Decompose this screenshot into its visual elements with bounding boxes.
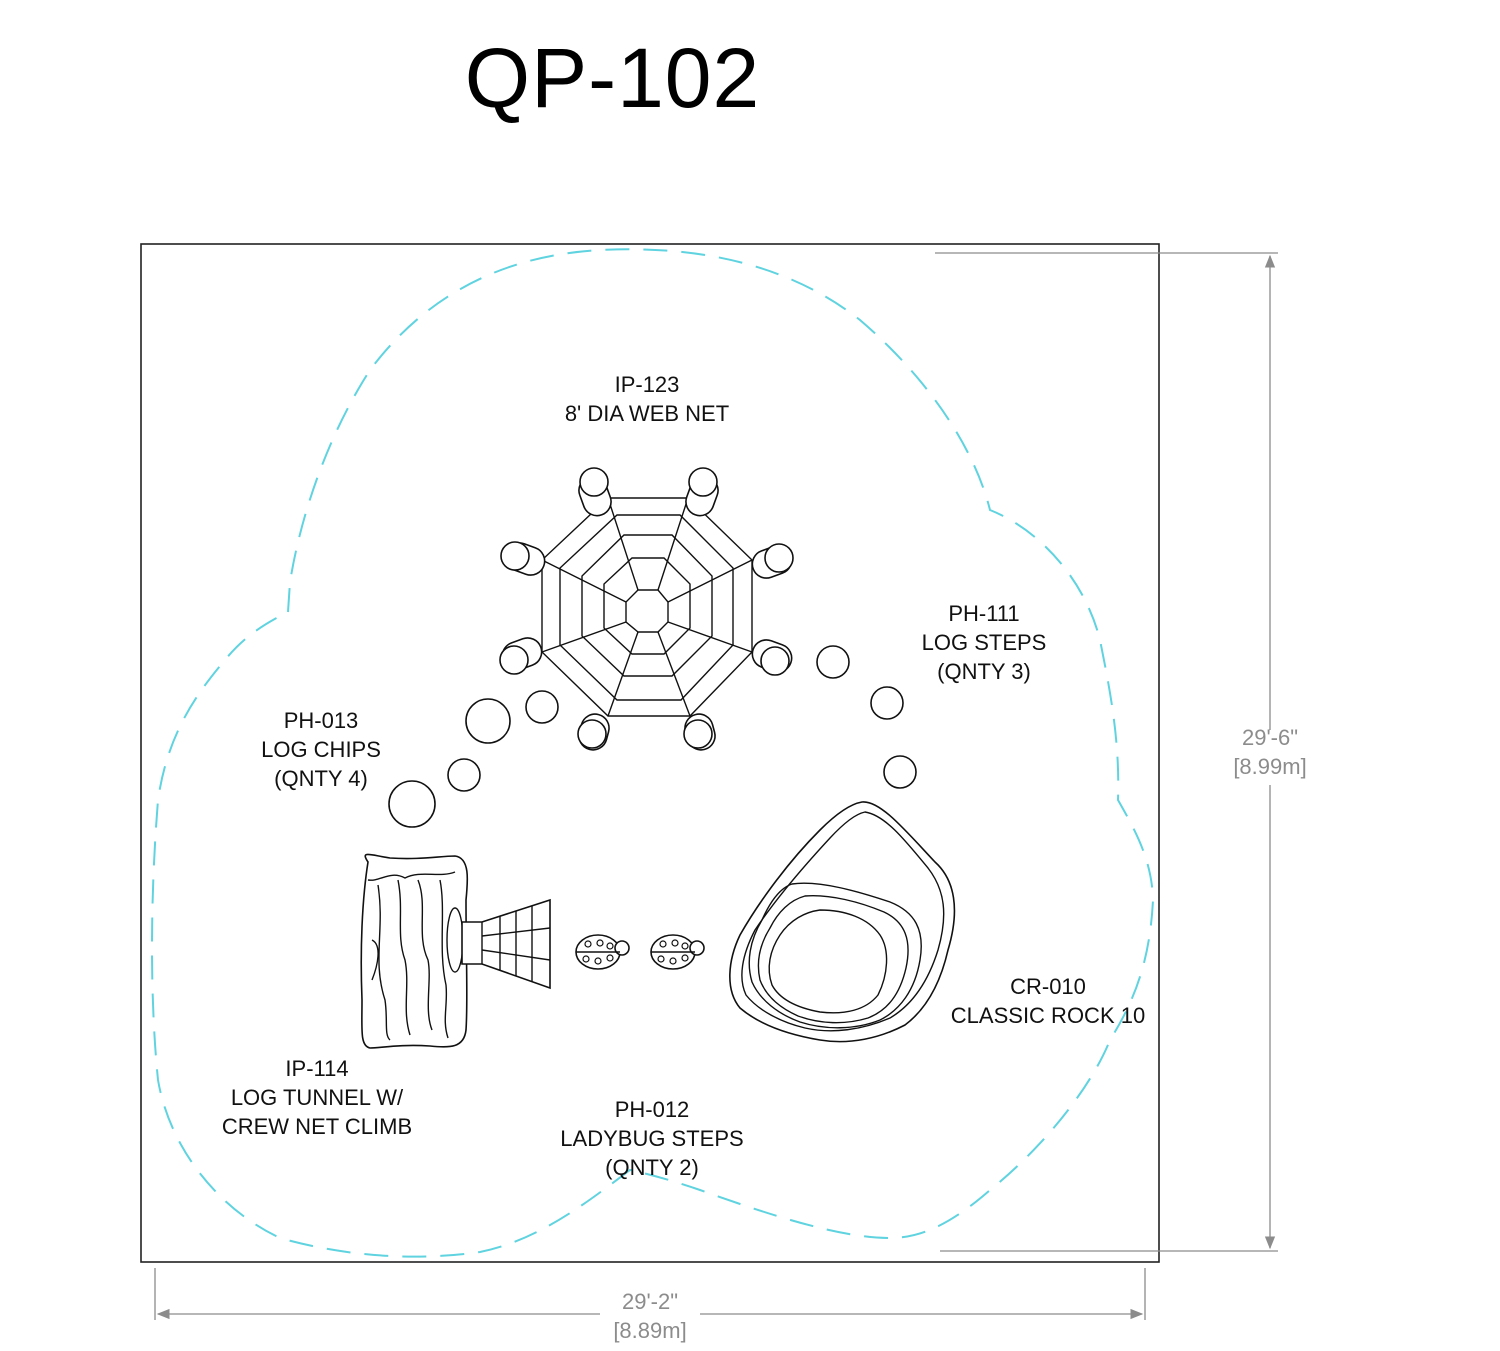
ladybug-qty-label: (QNTY 2) bbox=[605, 1155, 699, 1180]
web-net-icon bbox=[499, 467, 794, 751]
plan-title: QP-102 bbox=[464, 31, 761, 125]
ladybug-name-label: LADYBUG STEPS bbox=[560, 1126, 743, 1151]
log-steps-code-label: PH-111 bbox=[948, 601, 1019, 626]
classic-rock-icon bbox=[729, 801, 956, 1043]
log-chips-code-label: PH-013 bbox=[284, 708, 359, 733]
rock-name-label: CLASSIC ROCK 10 bbox=[951, 1003, 1145, 1028]
height-dimension-imperial: 29'-6" bbox=[1242, 725, 1298, 750]
height-dimension bbox=[935, 252, 1278, 1252]
web-net-code-label: IP-123 bbox=[615, 372, 680, 397]
log-steps-qty-label: (QNTY 3) bbox=[937, 659, 1031, 684]
log-steps-name-label: LOG STEPS bbox=[922, 630, 1047, 655]
ladybug-steps-icon bbox=[575, 934, 705, 970]
log-tunnel-icon bbox=[360, 853, 551, 1049]
width-dimension-imperial: 29'-2" bbox=[622, 1289, 678, 1314]
log-tunnel-name-label: LOG TUNNEL W/ bbox=[231, 1085, 404, 1110]
log-tunnel-name2-label: CREW NET CLIMB bbox=[222, 1114, 412, 1139]
web-net-name-label: 8' DIA WEB NET bbox=[565, 401, 729, 426]
width-dimension-metric: [8.89m] bbox=[613, 1318, 686, 1343]
log-chips-icon bbox=[388, 690, 559, 828]
ladybug-code-label: PH-012 bbox=[615, 1097, 690, 1122]
log-tunnel-code-label: IP-114 bbox=[285, 1056, 348, 1081]
log-chips-name-label: LOG CHIPS bbox=[261, 737, 381, 762]
height-dimension-metric: [8.99m] bbox=[1233, 754, 1306, 779]
rock-code-label: CR-010 bbox=[1010, 974, 1086, 999]
log-chips-qty-label: (QNTY 4) bbox=[274, 766, 368, 791]
site-boundary bbox=[140, 243, 1160, 1263]
log-steps-icon bbox=[816, 645, 917, 789]
